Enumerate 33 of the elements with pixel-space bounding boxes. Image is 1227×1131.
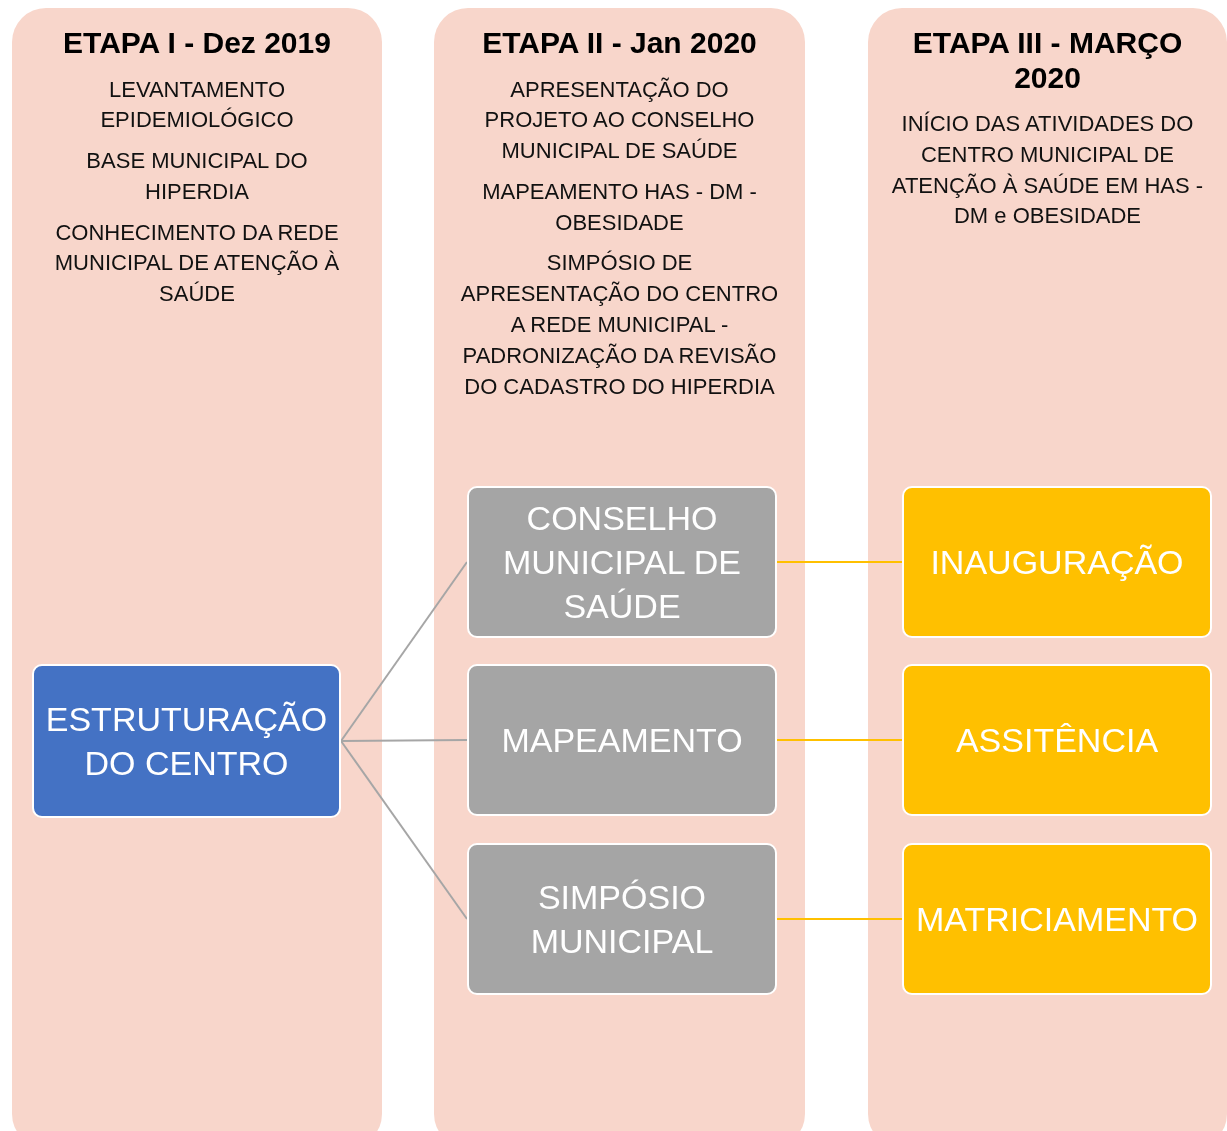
- stage-column: [12, 8, 382, 1131]
- stage-heading: ETAPA I - Dez 2019: [62, 26, 332, 61]
- stage-heading: ETAPA III - MARÇO 2020: [911, 26, 1184, 95]
- stage-description: BASE MUNICIPAL DO HIPERDIA: [85, 147, 309, 206]
- stage-description: LEVANTAMENTO EPIDEMIOLÓGICO: [99, 75, 295, 135]
- connector-line: [340, 561, 468, 742]
- box-label: MAPEAMENTO: [500, 719, 744, 761]
- box-label: ESTRUTURAÇÃO DO CENTRO: [44, 698, 329, 784]
- process-box: [467, 843, 777, 995]
- connector-line: [776, 918, 903, 920]
- connector-line: [340, 739, 468, 742]
- process-box: [902, 664, 1212, 816]
- process-box: [902, 486, 1212, 638]
- process-box: [32, 664, 341, 818]
- stage-column: [434, 8, 805, 1131]
- stage-description: INÍCIO DAS ATIVIDADES DO CENTRO MUNICIPAL DE ATENÇÃO À SAÚDE EM HAS - DM e OBESIDADE: [890, 110, 1205, 231]
- stage-heading: ETAPA II - Jan 2020: [481, 26, 758, 61]
- process-box: [902, 843, 1212, 995]
- box-label: ASSITÊNCIA: [954, 719, 1160, 761]
- connector-line: [776, 561, 903, 563]
- connector-line: [340, 740, 468, 920]
- process-box: [467, 486, 777, 638]
- process-box: [467, 664, 777, 816]
- stage-description: MAPEAMENTO HAS - DM - OBESIDADE: [481, 177, 758, 237]
- box-label: MATRICIAMENTO: [914, 898, 1200, 940]
- stage-description: SIMPÓSIO DE APRESENTAÇÃO DO CENTRO A REDE MUNICIPAL - PADRONIZAÇÃO DA REVISÃO DO CADASTRO DO HIPERDIA: [459, 249, 780, 401]
- box-label: CONSELHO MUNICIPAL DE SAÚDE: [501, 497, 742, 628]
- box-label: SIMPÓSIO MUNICIPAL: [529, 876, 715, 962]
- box-label: INAUGURAÇÃO: [929, 541, 1185, 583]
- stage-description: APRESENTAÇÃO DO PROJETO AO CONSELHO MUNICIPAL DE SAÚDE: [483, 75, 756, 166]
- stage-description: CONHECIMENTO DA REDE MUNICIPAL DE ATENÇÃO À SAÚDE: [53, 218, 341, 309]
- stage-column: [868, 8, 1227, 1131]
- connector-line: [776, 739, 903, 741]
